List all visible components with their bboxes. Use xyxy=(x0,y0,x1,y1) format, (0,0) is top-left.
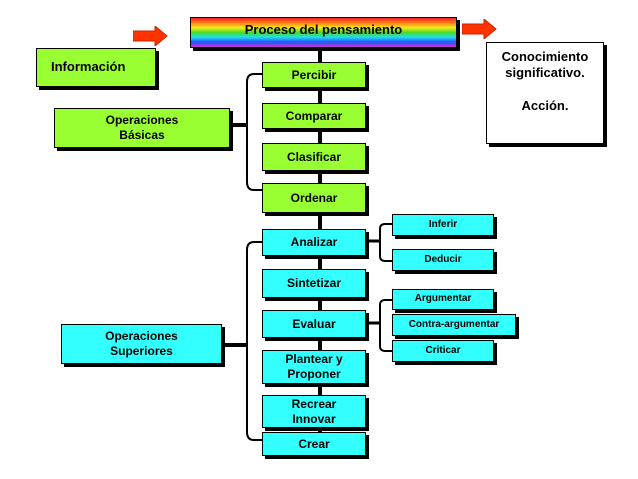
op-label: Crear xyxy=(298,436,330,451)
op-label: Recrear Innovar xyxy=(291,396,337,426)
op-label: Percibir xyxy=(291,67,337,82)
op-comparar: Comparar xyxy=(262,103,366,129)
op-analizar: Analizar xyxy=(262,229,366,256)
op-clasificar: Clasificar xyxy=(262,143,366,171)
op-label: Evaluar xyxy=(292,316,336,331)
page-title: Proceso del pensamiento xyxy=(190,17,457,48)
sub-label: Contra-argumentar xyxy=(408,318,500,330)
info-label: Información xyxy=(51,59,126,75)
op-crear: Crear xyxy=(262,432,366,456)
left-arrow-icon xyxy=(133,26,168,46)
op-evaluar: Evaluar xyxy=(262,310,366,338)
op-plantear-proponer: Plantear y Proponer xyxy=(262,350,366,384)
op-recrear-innovar: Recrear Innovar xyxy=(262,395,366,428)
sub-label: Criticar xyxy=(425,344,461,356)
op-label: Comparar xyxy=(285,108,343,123)
sub-deducir: Deducir xyxy=(392,249,494,271)
op-label: Ordenar xyxy=(290,190,338,205)
info-box: Información xyxy=(36,48,156,87)
superior-operations-box: Operaciones Superiores xyxy=(61,324,222,364)
sub-label: Deducir xyxy=(424,253,462,265)
sub-argumentar: Argumentar xyxy=(392,289,494,310)
sub-label: Inferir xyxy=(428,218,458,230)
basic-operations-box: Operaciones Básicas xyxy=(54,108,230,148)
op-label: Clasificar xyxy=(286,149,342,164)
op-label: Sintetizar xyxy=(286,276,341,290)
sub-contra-argumentar: Contra-argumentar xyxy=(392,314,516,336)
superior-operations-label: Operaciones Superiores xyxy=(105,329,178,358)
sub-criticar: Criticar xyxy=(392,340,494,362)
sub-label: Argumentar xyxy=(414,293,472,305)
op-ordenar: Ordenar xyxy=(262,183,366,213)
basic-operations-label: Operaciones Básicas xyxy=(105,113,179,142)
sub-inferir: Inferir xyxy=(392,214,494,236)
op-label: Analizar xyxy=(290,235,338,249)
op-label: Plantear y Proponer xyxy=(285,352,343,381)
knowledge-label: Conocimiento significativo. Acción. xyxy=(501,49,589,113)
title-text: Proceso del pensamiento xyxy=(244,22,403,37)
right-arrow-icon xyxy=(462,19,497,39)
knowledge-box: Conocimiento significativo. Acción. xyxy=(486,42,604,144)
op-percibir: Percibir xyxy=(262,62,366,88)
op-sintetizar: Sintetizar xyxy=(262,269,366,298)
